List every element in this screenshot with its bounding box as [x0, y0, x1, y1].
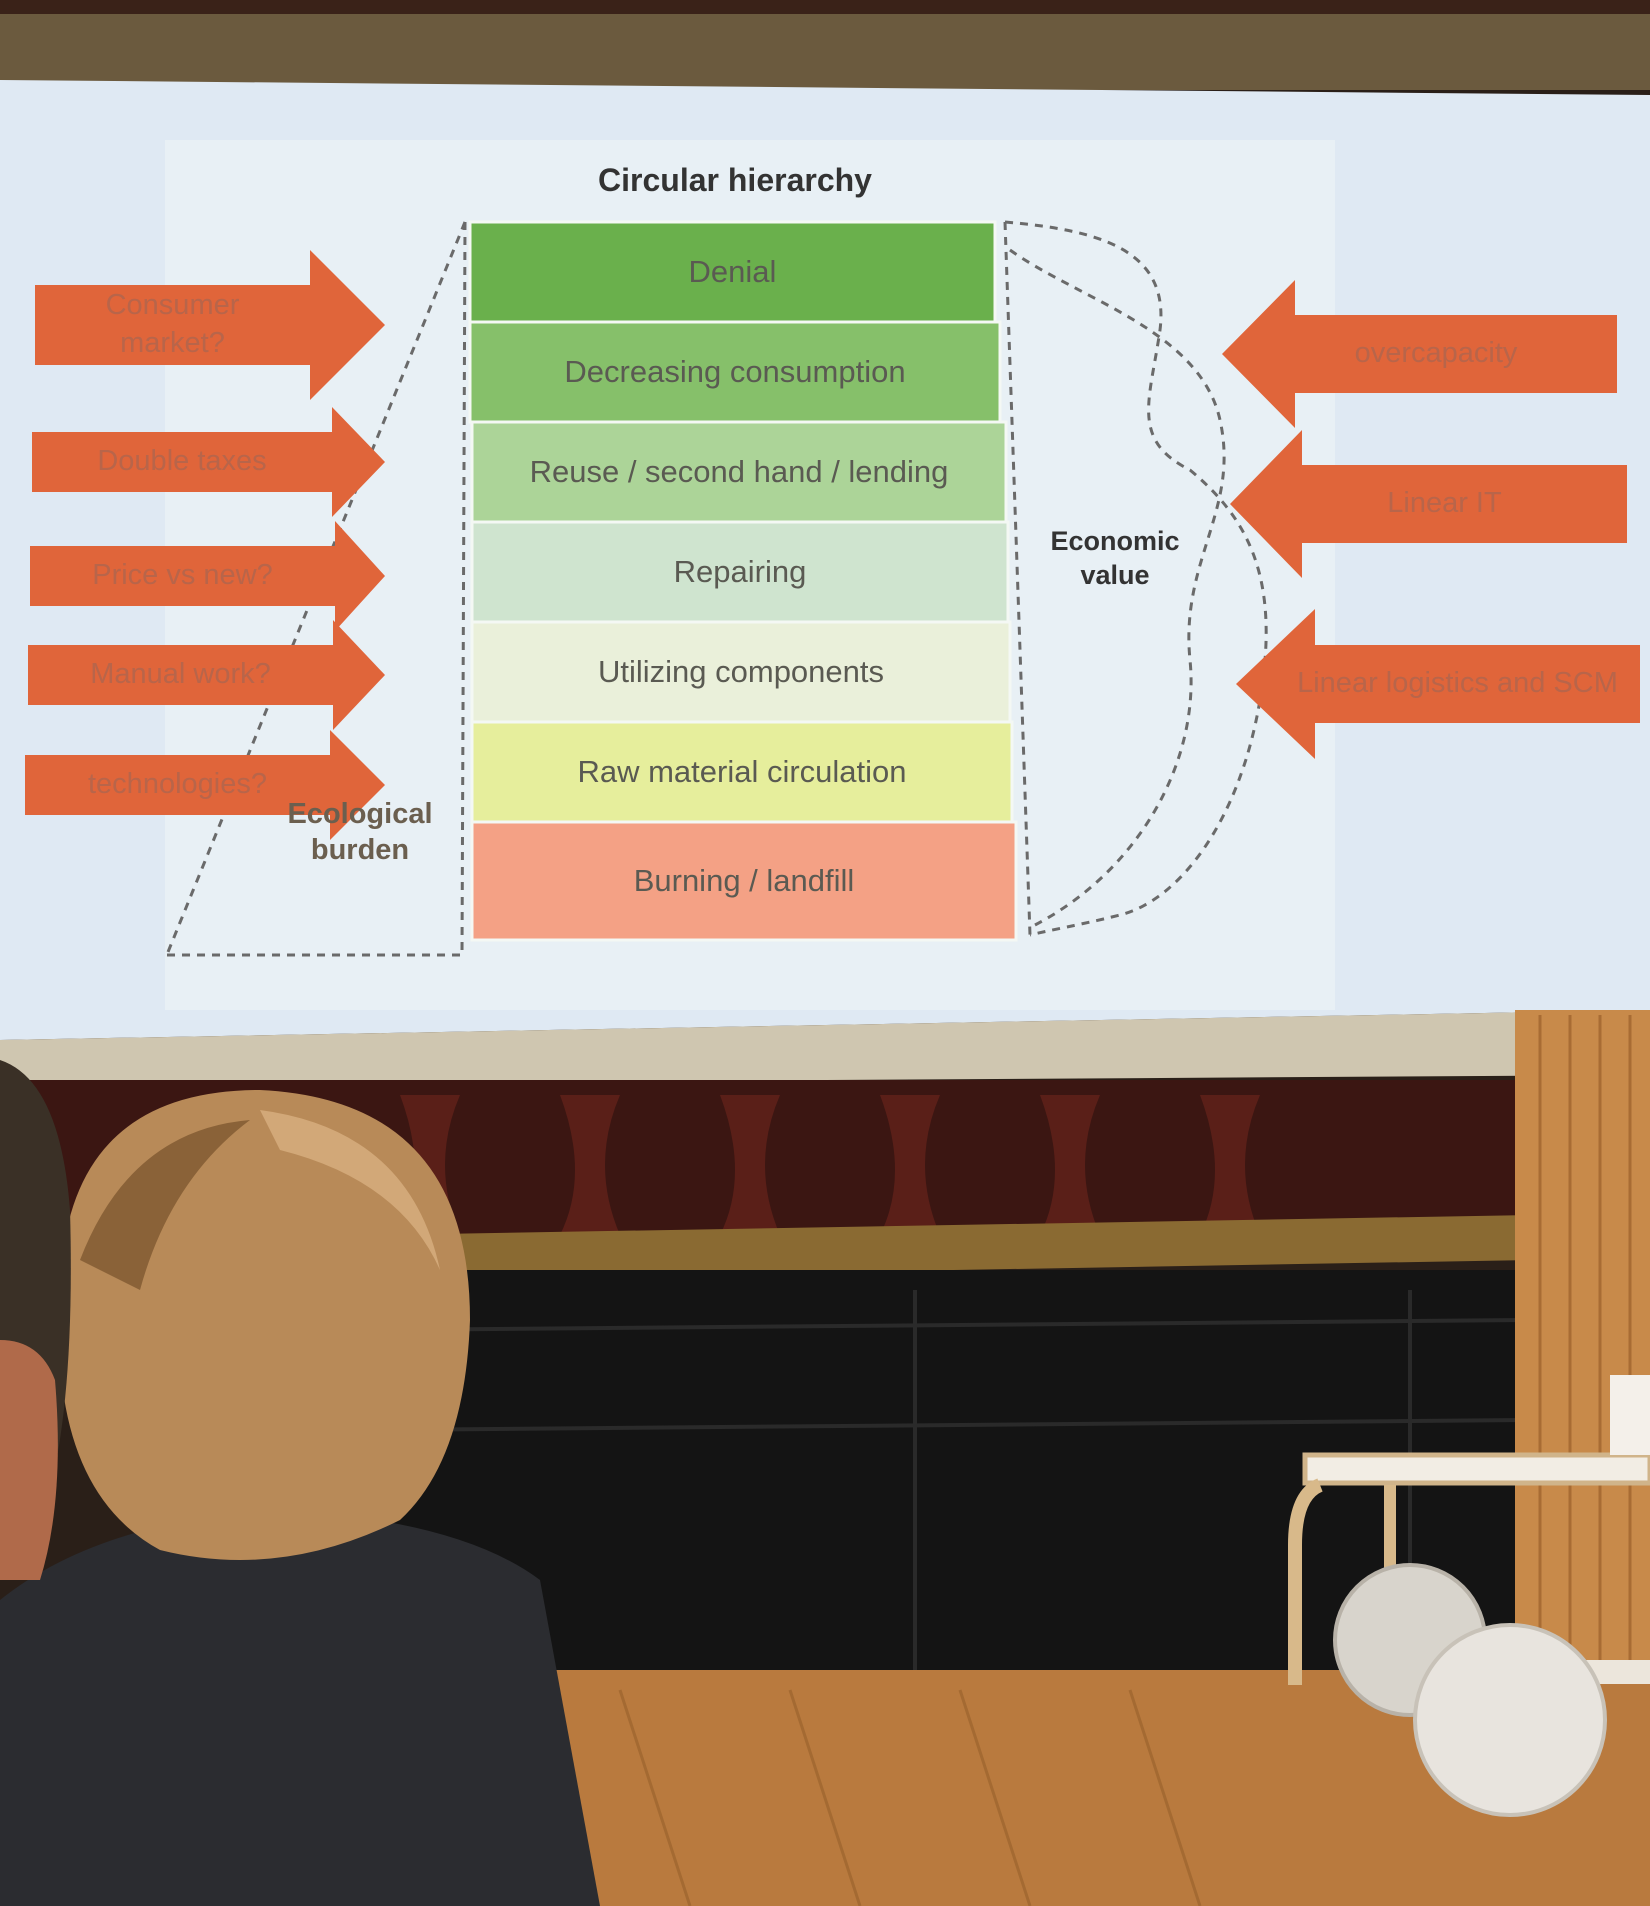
economic-value-line2: value: [1080, 559, 1150, 590]
hierarchy-layer-label: Utilizing components: [597, 654, 885, 689]
wooden-pillar: [1515, 1010, 1650, 1680]
hierarchy-layer-label: Repairing: [673, 554, 807, 589]
hierarchy-layer-label: Raw material circulation: [577, 754, 907, 789]
right-arrow-shape: [1222, 280, 1617, 428]
value-shape-right: [1004, 220, 1268, 937]
hierarchy-layer-box: [468, 220, 997, 324]
hierarchy-layer-label: Denial: [688, 254, 777, 289]
ear: [0, 1340, 58, 1580]
left-arrow-label-line: Double taxes: [97, 445, 267, 477]
right-arrow-label: Linear logistics and SCM: [1297, 667, 1618, 699]
left-arrow-label: Price vs new?: [30, 557, 335, 595]
ecological-burden-line1: Ecological: [287, 798, 433, 830]
right-arrow-label: overcapacity: [1354, 337, 1518, 369]
burden-triangle-right: [165, 221, 467, 957]
ecological-burden-caption: Ecological burden: [275, 796, 445, 869]
left-arrow-label: Manual work?: [28, 656, 333, 694]
left-arrow-label-line: technologies?: [88, 768, 267, 800]
left-arrow-label: Consumer market?: [35, 287, 310, 362]
stage-edge: [380, 1215, 1530, 1280]
left-arrow-label-line: Manual work?: [90, 658, 271, 690]
hierarchy-layer-box: [470, 720, 1014, 824]
right-arrow-label: Linear IT: [1387, 487, 1502, 519]
right-arrows: [1222, 280, 1640, 759]
left-arrow-label-line: market?: [120, 326, 225, 359]
hierarchy-layer-box: [470, 420, 1008, 524]
left-arrow-label: technologies?: [25, 766, 330, 804]
economic-value-line1: Economic: [1050, 526, 1180, 556]
hierarchy-layer-label: Decreasing consumption: [564, 354, 906, 389]
hierarchy-layer-label: Reuse / second hand / lending: [529, 454, 949, 489]
left-arrow-label-line: Consumer: [105, 289, 240, 321]
left-arrows: [25, 250, 385, 840]
left-arrow-label-line: Price vs new?: [92, 559, 273, 591]
audience-member: [0, 1090, 600, 1906]
serving-cart: [1288, 1375, 1650, 1817]
left-arrow-shape: [25, 730, 385, 840]
left-arrow-shape: [32, 407, 385, 517]
economic-value-caption: Economic value: [1040, 525, 1190, 593]
ceiling: [0, 0, 1650, 90]
left-arrow-shape: [35, 250, 385, 400]
left-arrow-shape: [28, 620, 385, 730]
hierarchy-layer-label: Burning / landfill: [633, 863, 855, 898]
hierarchy-layer-box: [470, 520, 1010, 624]
left-arrow-shape: [30, 521, 385, 631]
right-arrow-shape: [1236, 609, 1640, 759]
screen-frame: [0, 1010, 1650, 1085]
ecological-burden-line2: burden: [310, 834, 410, 867]
slide-title: Circular hierarchy: [598, 162, 872, 198]
left-arrow-label: Double taxes: [32, 443, 332, 481]
right-arrow-shape: [1230, 430, 1627, 578]
ceiling-curtain-edge: [0, 0, 1650, 14]
hierarchy-layer-box: [470, 820, 1018, 942]
hierarchy-layer-box: [470, 620, 1012, 724]
hierarchy-layers: [468, 220, 1018, 942]
pillar-slats: [1538, 1015, 1632, 1680]
value-shape-inner: [1009, 248, 1226, 927]
